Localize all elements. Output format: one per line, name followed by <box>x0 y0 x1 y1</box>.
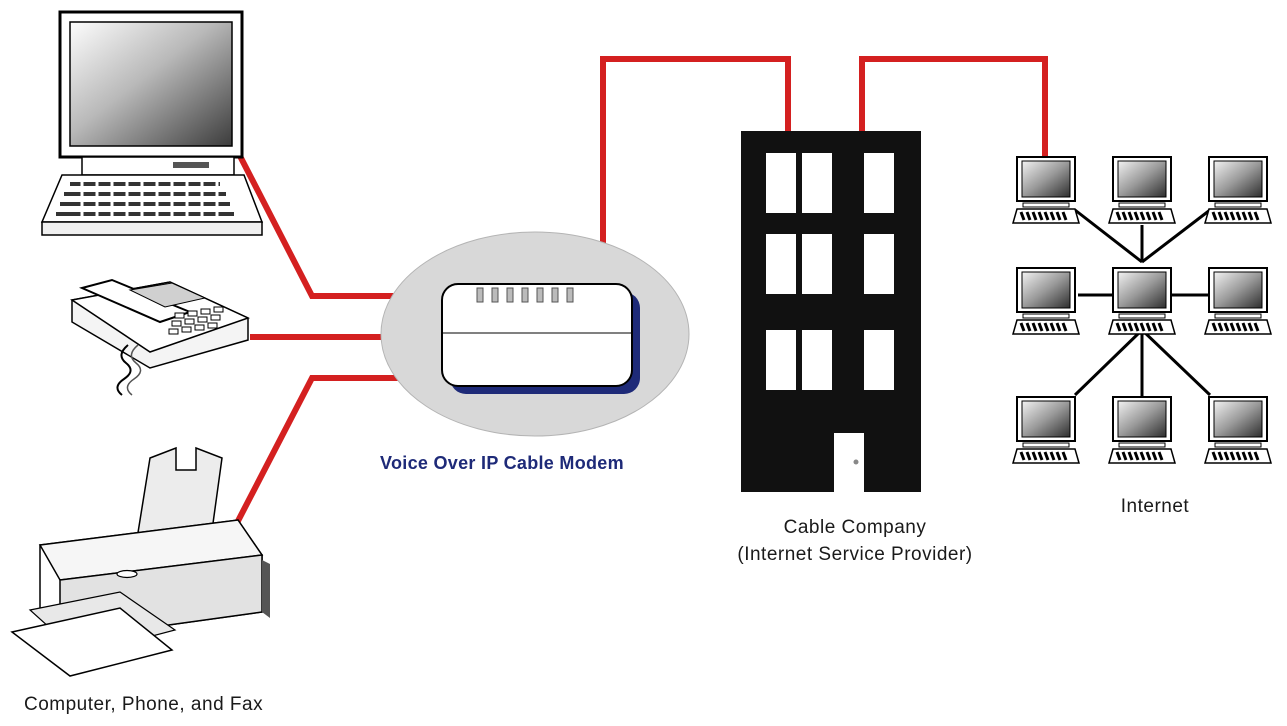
internet-network-links <box>1073 208 1212 397</box>
desktop-computer-icon <box>40 10 264 236</box>
desk-phone-icon <box>70 278 251 396</box>
network-computers <box>1011 155 1273 465</box>
network-computer-icon <box>1107 155 1177 225</box>
network-computer-icon <box>1107 395 1177 465</box>
cable-building-to-internet <box>859 56 1048 157</box>
network-computer-icon <box>1203 395 1273 465</box>
devices-label: Computer, Phone, and Fax <box>24 694 264 715</box>
cable-company-subtitle: (Internet Service Provider) <box>737 544 973 565</box>
cable-company-label: Cable Company (Internet Service Provider… <box>700 514 1010 568</box>
internet-label: Internet <box>1120 496 1190 517</box>
cable-modem-to-building <box>600 56 791 284</box>
cable-company-name: Cable Company <box>783 517 927 538</box>
modem-label: Voice Over IP Cable Modem <box>380 453 624 473</box>
network-computer-icon <box>1011 155 1081 225</box>
network-computer-icon <box>1011 395 1081 465</box>
fax-printer-icon <box>10 446 270 677</box>
office-building-icon <box>741 131 921 492</box>
network-computer-icon <box>1107 266 1177 336</box>
network-computer-icon <box>1203 266 1273 336</box>
network-computer-icon <box>1203 155 1273 225</box>
cable-modem-icon <box>380 231 690 437</box>
network-computer-icon <box>1011 266 1081 336</box>
